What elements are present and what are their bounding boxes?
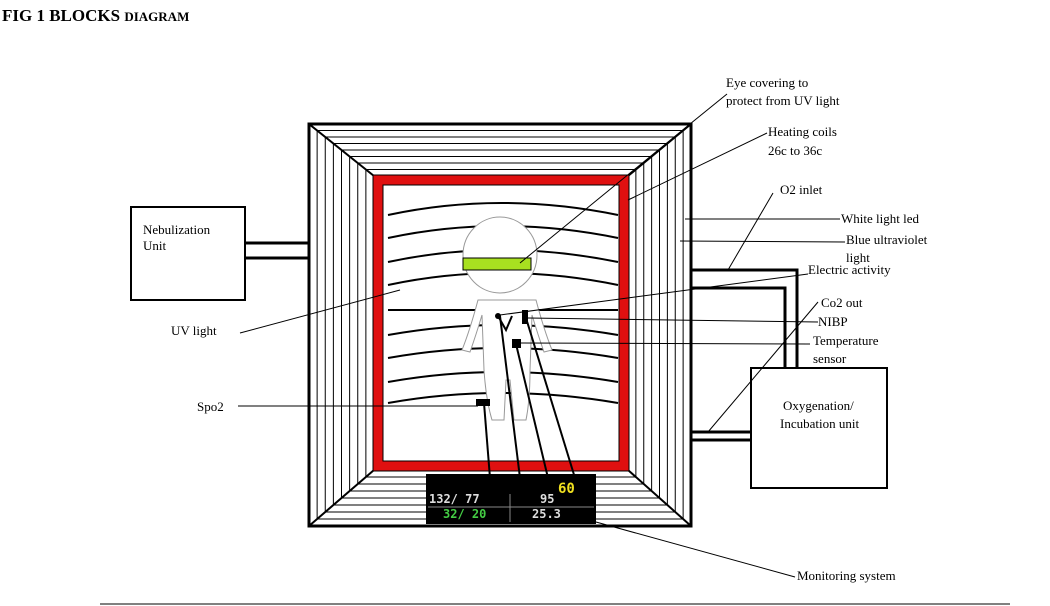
leader-lines xyxy=(100,93,1010,605)
oxygenation-label-1: Oxygenation/ xyxy=(783,398,854,413)
spo2-label: Spo2 xyxy=(197,399,224,414)
uv-light-label: UV light xyxy=(171,323,217,338)
eye-covering-label-1: Eye covering to xyxy=(726,75,808,90)
blue-uv-label-1: Blue ultraviolet xyxy=(846,232,928,247)
monitor-resp: 32/ 20 xyxy=(443,507,486,521)
nebulization-label-1: Nebulization xyxy=(143,222,211,237)
temperature-label-2: sensor xyxy=(813,351,847,366)
nebulization-unit: Nebulization Unit xyxy=(130,206,246,301)
eye-covering xyxy=(462,257,532,271)
monitoring-system-label: Monitoring system xyxy=(797,568,896,583)
monitor-spo2: 95 xyxy=(540,492,554,506)
nebulization-pipes xyxy=(245,241,309,260)
uv-tube xyxy=(387,202,619,216)
nebulization-label-2: Unit xyxy=(143,238,167,253)
monitor-bp: 132/ 77 xyxy=(429,492,480,506)
white-light-label: White light led xyxy=(841,211,919,226)
title-sub: DIAGRAM xyxy=(124,9,190,24)
monitor-temp: 25.3 xyxy=(532,507,561,521)
nibp-label: NIBP xyxy=(818,314,848,329)
electric-activity-label: Electric activity xyxy=(808,262,891,277)
co2-out-label: Co2 out xyxy=(821,295,863,310)
temperature-sensor xyxy=(512,339,521,348)
o2-inlet-label: O2 inlet xyxy=(780,182,823,197)
figure-title: FIG 1 BLOCKS DIAGRAM xyxy=(2,6,189,26)
monitor-hr: 60 xyxy=(558,481,575,497)
temperature-label-1: Temperature xyxy=(813,333,879,348)
sensor-wires xyxy=(483,315,576,479)
blue-uv-label-2: light xyxy=(846,250,870,265)
eye-covering-label-2: protect from UV light xyxy=(726,93,840,108)
heating-coil-frame xyxy=(373,175,629,471)
oxygenation-label-2: Incubation unit xyxy=(780,416,859,431)
nibp-sensor xyxy=(522,310,528,324)
spo2-sensor xyxy=(476,399,490,406)
monitoring-display: 60 132/ 77 95 32/ 20 25.3 xyxy=(426,474,596,524)
heating-coils-label-1: Heating coils xyxy=(768,124,837,139)
oxygenation-unit: Oxygenation/ Incubation unit xyxy=(750,367,888,489)
heating-coils-label-2: 26c to 36c xyxy=(768,143,822,158)
incubator xyxy=(307,122,693,528)
title-main: FIG 1 BLOCKS xyxy=(2,6,121,25)
